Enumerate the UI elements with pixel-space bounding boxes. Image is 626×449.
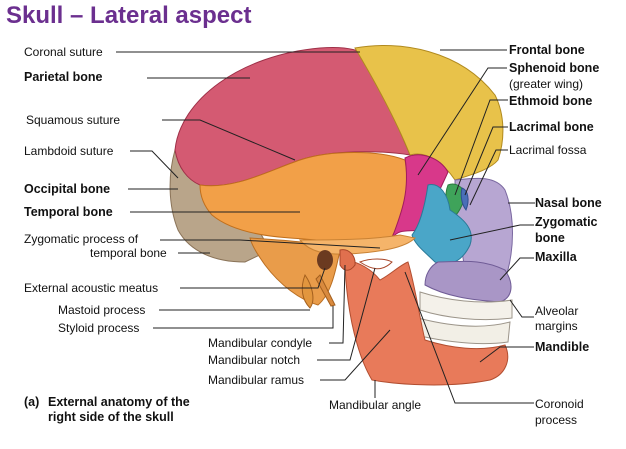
label-maxilla: Maxilla <box>535 250 577 264</box>
styloid-process-shape <box>315 274 336 307</box>
leader-mandible <box>479 346 534 363</box>
lower-teeth-shape <box>417 317 511 345</box>
caption-line1: External anatomy of the <box>48 395 190 409</box>
label-parietal-bone: Parietal bone <box>24 70 103 84</box>
leader-mandibular-notch <box>317 267 376 361</box>
label-coronoid-line2: process <box>535 413 578 427</box>
label-mandible: Mandible <box>535 340 590 354</box>
label-mastoid-process: Mastoid process <box>58 303 146 317</box>
label-zygomatic-process-line1: Zygomatic process of <box>24 232 139 246</box>
condyle-shape <box>339 249 356 271</box>
label-occipital-bone: Occipital bone <box>24 182 111 196</box>
leader-coronoid-process <box>404 271 534 404</box>
label-sphenoid-sub: (greater wing) <box>509 77 584 91</box>
leader-external-meatus <box>180 267 326 289</box>
leader-styloid-process <box>153 306 334 329</box>
label-mandibular-notch: Mandibular notch <box>208 353 301 367</box>
label-alveolar-line1: Alveolar <box>535 304 579 318</box>
label-styloid-process: Styloid process <box>58 321 140 335</box>
label-sphenoid-bone: Sphenoid bone <box>509 61 600 75</box>
caption-tag: (a) <box>24 395 40 409</box>
page-title: Skull – Lateral aspect <box>6 2 252 29</box>
mandibular-notch-shape <box>358 258 393 270</box>
caption-line2: right side of the skull <box>48 410 174 424</box>
label-temporal-bone: Temporal bone <box>24 205 113 219</box>
label-mandibular-condyle: Mandibular condyle <box>208 336 313 350</box>
leader-alveolar-margins <box>509 299 534 318</box>
leader-mandibular-ramus <box>320 329 391 381</box>
label-zygomatic-process-line2: temporal bone <box>90 246 167 260</box>
figure-caption: (a) External anatomy of the right side of… <box>24 395 190 425</box>
mastoid-process-shape <box>301 273 314 309</box>
label-nasal-bone: Nasal bone <box>535 196 602 210</box>
leader-zygomatic-bone <box>449 224 534 241</box>
label-lacrimal-bone: Lacrimal bone <box>509 120 594 134</box>
label-lambdoid-suture: Lambdoid suture <box>24 144 114 158</box>
label-coronal-suture: Coronal suture <box>24 45 103 59</box>
mandible-shape <box>344 259 509 386</box>
leader-lacrimal-bone <box>464 126 508 196</box>
label-frontal-bone: Frontal bone <box>509 43 585 57</box>
leader-lambdoid-suture <box>130 150 179 179</box>
leader-mandibular-condyle <box>329 264 346 344</box>
label-external-acoustic-meatus: External acoustic meatus <box>24 281 159 295</box>
label-zygomatic-bone-line1: Zygomatic <box>535 215 598 229</box>
upper-teeth-shape <box>419 291 513 321</box>
leader-lacrimal-fossa <box>469 149 508 206</box>
leader-maxilla <box>499 257 534 281</box>
label-squamous-suture: Squamous suture <box>26 113 121 127</box>
leader-sphenoid-bone <box>417 67 507 176</box>
label-ethmoid-bone: Ethmoid bone <box>509 94 593 108</box>
label-lacrimal-fossa: Lacrimal fossa <box>509 143 587 157</box>
label-mandibular-angle: Mandibular angle <box>329 398 422 412</box>
label-mandibular-ramus: Mandibular ramus <box>208 373 305 387</box>
label-coronoid-line1: Coronoid <box>535 397 584 411</box>
leader-ethmoid-bone <box>454 99 508 196</box>
leader-zygomatic-process <box>160 239 381 249</box>
leader-squamous-suture <box>162 119 296 161</box>
label-zygomatic-bone-line2: bone <box>535 231 565 245</box>
label-alveolar-line2: margins <box>535 319 578 333</box>
acoustic-meatus-shape <box>317 250 333 270</box>
